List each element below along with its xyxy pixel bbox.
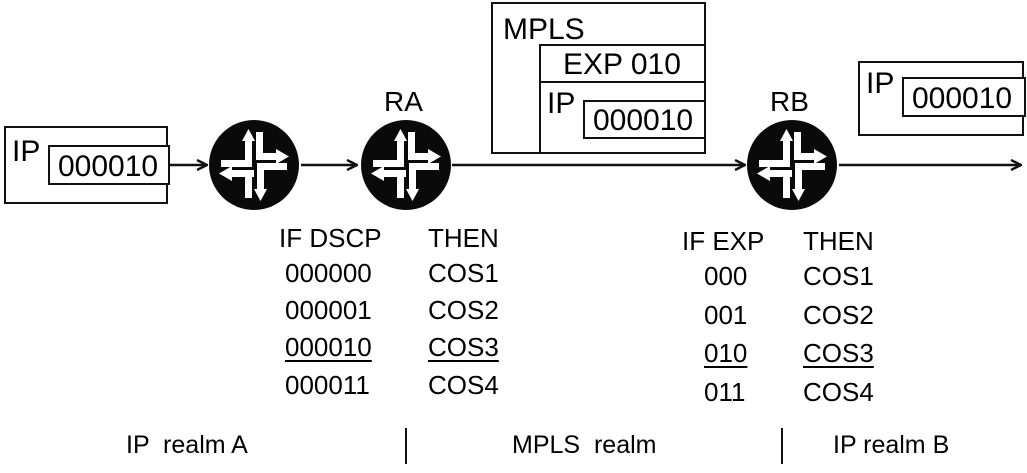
- egress-ip-header: IP: [866, 67, 895, 100]
- rb-row-action: COS2: [803, 300, 874, 330]
- realm-divider: [405, 428, 407, 464]
- ra-row-match-highlighted: 000010: [285, 332, 372, 362]
- ra-row-action-highlighted: COS3: [428, 332, 499, 362]
- mpls-exp-value: EXP 010: [563, 48, 681, 81]
- egress-dscp-field: 000010: [902, 77, 1026, 117]
- rb-row-action: COS4: [803, 377, 874, 407]
- router-icon-ra: [361, 120, 451, 210]
- ra-row-match: 000011: [285, 370, 370, 400]
- rb-table-header-match: IF EXP: [682, 226, 765, 256]
- router-icon-rb: [747, 120, 837, 210]
- ra-row-action: COS2: [428, 295, 499, 325]
- mpls-header: MPLS: [503, 13, 585, 46]
- ra-row-match: 000001: [285, 295, 372, 325]
- ra-table-header-action: THEN: [428, 223, 499, 253]
- rb-row-match: 000: [704, 261, 748, 291]
- ra-row-match: 000000: [285, 258, 372, 288]
- ra-row-action: COS1: [428, 258, 499, 288]
- router-label-rb: RB: [770, 86, 809, 117]
- rb-row-action: COS1: [803, 261, 874, 291]
- mpls-inner-ip: IP 000010: [539, 81, 706, 154]
- ingress-dscp-value: 000010: [58, 150, 159, 183]
- ingress-ip-header: IP: [12, 135, 41, 168]
- ingress-ip-packet: IP 000010: [4, 126, 170, 204]
- rb-table-header-action: THEN: [803, 226, 874, 256]
- mpls-inner-ip-header: IP: [547, 87, 576, 120]
- realm-label-ip-b: IP realm B: [833, 431, 950, 459]
- rb-row-match-highlighted: 010: [704, 338, 748, 368]
- rb-row-action-highlighted: COS3: [803, 338, 874, 368]
- rb-row-match: 001: [704, 300, 748, 330]
- realm-label-ip-a: IP realm A: [126, 431, 248, 459]
- mpls-inner-dscp-value: 000010: [593, 104, 694, 137]
- ra-table-header-match: IF DSCP: [279, 223, 382, 253]
- rb-row-match: 011: [704, 377, 746, 407]
- mpls-packet: MPLS EXP 010 IP 000010: [491, 2, 706, 154]
- ingress-dscp-field: 000010: [48, 145, 170, 185]
- egress-ip-packet: IP 000010: [858, 61, 1026, 136]
- egress-dscp-value: 000010: [912, 82, 1013, 115]
- router-label-ra: RA: [384, 86, 423, 117]
- ra-row-action: COS4: [428, 370, 499, 400]
- realm-divider: [781, 428, 783, 464]
- mpls-inner-dscp-field: 000010: [583, 100, 706, 139]
- realm-label-mpls: MPLS realm: [512, 431, 657, 459]
- mpls-exp-field: EXP 010: [539, 44, 706, 83]
- router-icon-ingress: [209, 120, 299, 210]
